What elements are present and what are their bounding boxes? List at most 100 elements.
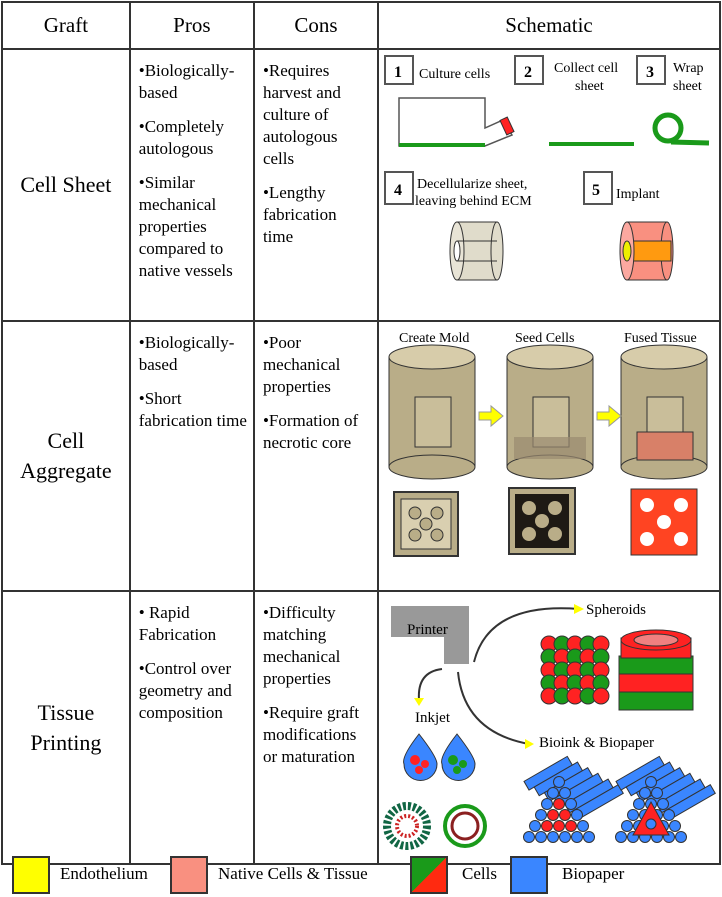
bioink-bead	[547, 787, 559, 799]
bioink-bead	[553, 776, 565, 788]
pro-item: •Biologically-based	[138, 61, 235, 102]
biopaper-stack-icon	[523, 755, 716, 843]
pro-item: • Rapid Fabrication	[138, 603, 217, 644]
implant-tube-icon	[619, 221, 674, 281]
step-number: 5	[592, 182, 600, 199]
arrow-icon	[478, 404, 504, 428]
header-cons: Cons	[252, 1, 380, 50]
bioink-label: Bioink & Biopaper	[539, 735, 654, 751]
bioink-bead	[547, 809, 559, 821]
con-item: •Requires harvest and culture of autolog…	[262, 61, 341, 168]
bioink-bead	[565, 820, 577, 832]
cons-list: •Difficulty matching mechanical properti…	[252, 590, 380, 865]
layered-tube-icon	[618, 629, 694, 711]
step-number: 3	[646, 64, 654, 81]
bioink-bead	[535, 809, 547, 821]
spheroid	[592, 687, 610, 705]
bioink-bead	[615, 831, 627, 843]
seeded-top-view	[508, 487, 576, 555]
con-item: •Formation of necrotic core	[262, 411, 359, 452]
seeded-mold-icon	[506, 344, 594, 480]
bioink-bead	[541, 798, 553, 810]
pro-item: •Control over geometry and composition	[138, 659, 232, 722]
cell-aggregate-diagram: Create Mold Seed Cells Fused Tissue	[388, 331, 708, 557]
legend-label: Native Cells & Tissue	[218, 864, 368, 883]
pros-list: •Biologically-based•Completely autologou…	[128, 48, 255, 322]
con-item: •Lengthy fabrication time	[262, 183, 337, 246]
wrapped-sheet-icon	[652, 112, 684, 144]
header-pros: Pros	[128, 1, 255, 50]
step-label: sheet	[575, 79, 604, 94]
legend-swatch-endothelium	[12, 856, 50, 894]
bioink-bead	[571, 809, 583, 821]
bioink-bead	[529, 820, 541, 832]
bioink-bead	[583, 831, 595, 843]
bioink-bead	[627, 809, 639, 821]
pro-item: •Biologically-based	[138, 333, 235, 374]
arrow-icon	[596, 404, 622, 428]
spheroids-label: Spheroids	[586, 602, 646, 618]
tissue-printing-diagram: Printer Spheroids Inkjet Bioink & Biopap…	[383, 602, 716, 850]
bioink-bead	[675, 831, 687, 843]
step-label: Wrap	[673, 61, 704, 76]
step-number: 2	[524, 64, 532, 81]
step-label: leaving behind ECM	[415, 194, 532, 209]
bioink-bead	[559, 809, 571, 821]
con-item: •Require graft modifications or maturati…	[262, 703, 360, 766]
bioink-bead	[663, 809, 675, 821]
bioink-bead	[651, 787, 663, 799]
cons-list: •Poor mechanical properties•Formation of…	[252, 320, 380, 592]
bioink-bead	[553, 820, 565, 832]
bioink-bead	[553, 798, 565, 810]
graft-label: Aggregate	[20, 458, 112, 483]
schematic-cell-aggregate: Create Mold Seed Cells Fused Tissue	[377, 320, 721, 592]
step-label: Create Mold	[399, 331, 469, 346]
legend-swatch-biopaper	[510, 856, 548, 894]
bioink-bead	[669, 820, 681, 832]
step-label: Collect cell	[554, 61, 618, 76]
header-graft: Graft	[1, 1, 131, 50]
culture-flask-icon	[398, 97, 514, 147]
bioink-bead	[657, 798, 669, 810]
mold-top-view	[393, 491, 459, 557]
bioink-bead	[645, 818, 657, 830]
bioink-bead	[523, 831, 535, 843]
bioink-bead	[535, 831, 547, 843]
header-row: Graft Pros Cons Schematic	[1, 1, 721, 50]
pro-item: •Short fabrication time	[138, 389, 247, 430]
legend-label: Biopaper	[562, 864, 625, 883]
bioink-bead	[559, 787, 571, 799]
ecm-tube-icon	[449, 221, 504, 281]
step-label: Implant	[616, 187, 660, 202]
step-label: Seed Cells	[515, 331, 575, 346]
bioink-bead	[621, 820, 633, 832]
bioink-bead	[577, 820, 589, 832]
cons-list: •Requires harvest and culture of autolog…	[252, 48, 380, 322]
step-label: Fused Tissue	[624, 331, 697, 346]
printed-ring-icon	[383, 802, 431, 850]
header-schematic: Schematic	[377, 1, 721, 50]
pros-list: •Biologically-based •Short fabrication ti…	[128, 320, 255, 592]
mold-icon	[388, 344, 476, 480]
bioink-bead	[565, 798, 577, 810]
legend-label: Endothelium	[60, 864, 148, 883]
legend-label: Cells	[462, 864, 497, 883]
bioink-bead	[645, 776, 657, 788]
pro-item: •Similar mechanical properties compared …	[138, 173, 233, 280]
graft-label: Tissue	[37, 699, 95, 725]
legend: Endothelium Native Cells & Tissue Cells …	[0, 852, 722, 894]
legend-swatch-cells	[410, 856, 448, 894]
con-item: •Difficulty matching mechanical properti…	[262, 603, 341, 688]
bioink-bead	[633, 798, 645, 810]
comparison-table: Graft Pros Cons Schematic Cell Sheet •Bi…	[1, 1, 721, 865]
bioink-bead	[639, 787, 651, 799]
step-number: 4	[394, 182, 402, 199]
bioink-bead	[547, 831, 559, 843]
bioink-bead	[541, 820, 553, 832]
arrow-icon	[473, 607, 580, 663]
inkjet-droplets-icon	[403, 733, 476, 781]
pros-list: • Rapid Fabrication •Control over geometr…	[128, 590, 255, 865]
fused-mold-icon	[620, 344, 708, 480]
